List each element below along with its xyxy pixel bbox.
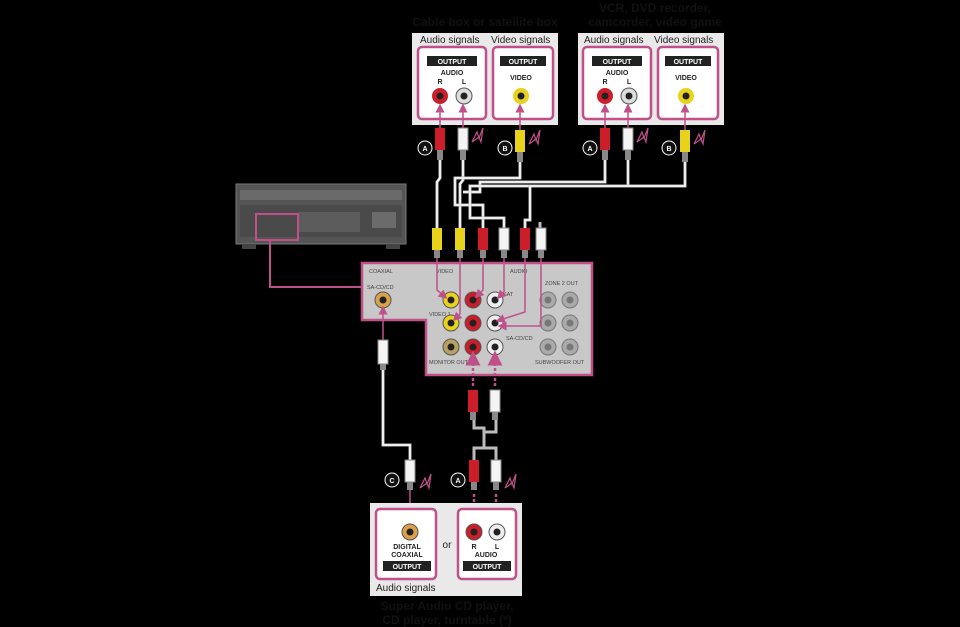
vcr-video-signals-label: Video signals [654,35,713,46]
panel-audio-sacd-label: SA-CD/CD [506,336,533,342]
cable-audio-text: AUDIO [441,70,464,77]
cable-video-text: VIDEO [510,75,532,82]
badge-b-cable-text: B [502,146,507,153]
bottom-title-line2: CD player, turntable (*) [382,613,511,627]
or-label: or [443,540,453,551]
digital-output-text: OUTPUT [393,564,423,571]
bottom-l-text: L [495,544,500,551]
receiver-thumbnail [235,183,407,249]
vcr-audio-output-text: OUTPUT [603,59,633,66]
panel-coax-sacd-label: SA-CD/CD [367,285,394,291]
cable-l-text: L [462,79,467,86]
badge-a-cable-text: A [422,146,427,153]
vcr-audio-text: AUDIO [606,70,629,77]
cable-video-output-text: OUTPUT [509,59,539,66]
cable-audio-signals-label: Audio signals [420,35,479,46]
vcr-audio-signals-label: Audio signals [584,35,643,46]
receiver-input-plugs [432,227,547,258]
cable-audio-output-text: OUTPUT [438,59,468,66]
cable-box-title: Cable box or satellite box [412,15,558,29]
bottom-audio-signals-label: Audio signals [376,583,435,594]
panel-monitor-label: MONITOR OUT [429,360,469,366]
panel-sat-label: SAT [503,292,514,298]
bottom-audio-output-text: OUTPUT [473,564,503,571]
cable-video-signals-label: Video signals [491,35,550,46]
coaxial-label: COAXIAL [391,552,423,559]
vcr-title-line2: camcorder, video game [588,15,722,29]
panel-coaxial-label: COAXIAL [369,269,393,275]
badge-a-bottom-text: A [455,478,460,485]
badge-b-vcr [661,140,677,156]
bottom-r-text: R [471,544,476,551]
badge-a-vcr [582,140,598,156]
receiver-rear-panel: COAXIAL VIDEO AUDIO SA-CD/CD VIDEO 1 SAT… [360,261,594,377]
vcr-video-output-text: OUTPUT [674,59,704,66]
bottom-title-line1: Super Audio CD player, [381,599,514,613]
coax-plug-top [377,339,389,365]
badge-b-vcr-text: B [666,146,671,153]
panel-audio-label: AUDIO [510,269,528,275]
cable-audio-output-tag [427,56,477,66]
badge-a-vcr-text: A [587,146,592,153]
panel-video1-label: VIDEO 1 [429,312,451,318]
cable-box-plugs [435,103,541,162]
vcr-l-text: L [627,79,632,86]
bottom-audio-text: AUDIO [475,552,498,559]
panel-subwoofer-label: SUBWOOFER OUT [535,360,585,366]
badge-b-cable [497,140,513,156]
coax-plug-bottom [404,459,416,483]
panel-video-label: VIDEO [436,269,454,275]
vcr-r-text: R [602,79,607,86]
vcr-title-line1: VCR, DVD recorder, [599,1,711,15]
cable-r-text: R [437,79,442,86]
badge-c-bottom [384,472,400,488]
vcr-video-text: VIDEO [675,75,697,82]
vcr-plugs [600,103,706,162]
digital-label: DIGITAL [393,544,421,551]
badge-c-bottom-text: C [389,478,394,485]
panel-zone2-label: ZONE 2 OUT [545,281,579,287]
badge-a-cable [417,140,433,156]
badge-a-bottom [450,472,466,488]
